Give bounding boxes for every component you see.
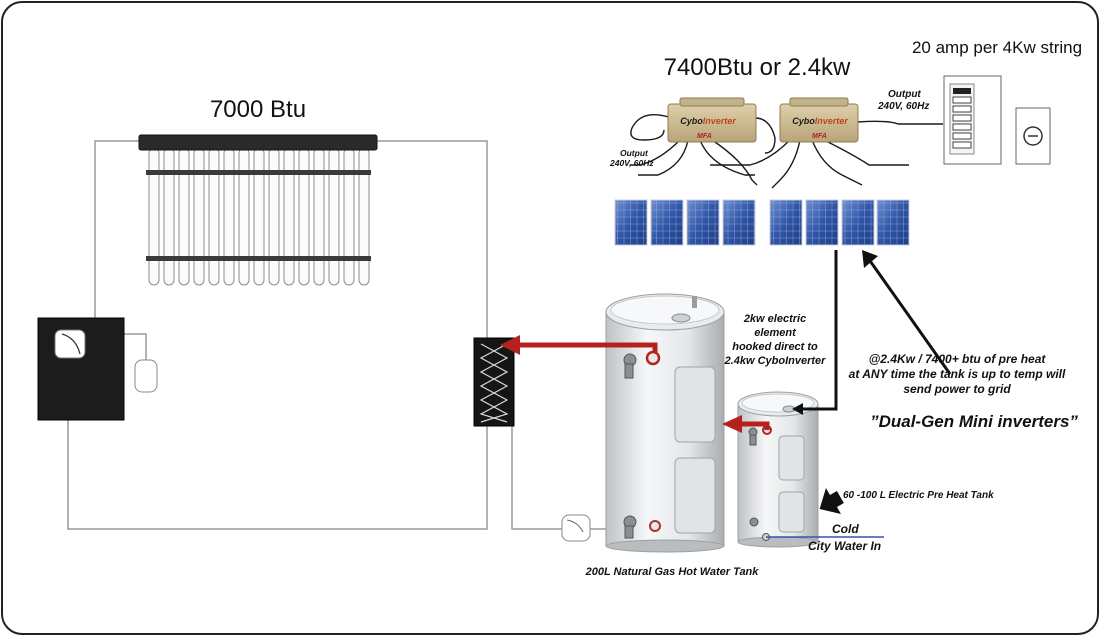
gas-tank-to-hx-pipe — [518, 342, 658, 352]
element-note-line2: element — [754, 327, 797, 339]
preheat-note-line3: send power to grid — [903, 382, 1011, 396]
microinverter-left: CyboInverter MFA — [667, 97, 757, 143]
svg-text:CyboInverter: CyboInverter — [680, 116, 736, 126]
svg-text:CyboInverter: CyboInverter — [792, 116, 848, 126]
heat-exchanger — [473, 337, 515, 427]
hx-arrow-head — [500, 335, 520, 355]
collector-btu-label: 7000 Btu — [210, 96, 306, 123]
element-power-wire — [797, 250, 838, 411]
gas-tank-lower-fitting — [623, 515, 661, 539]
grid-outlet — [1015, 107, 1051, 165]
collector-rail-lower — [146, 256, 371, 261]
collector-tubes — [148, 147, 370, 286]
inverter-right-brand-prefix: Cybo — [792, 116, 815, 126]
expansion-tank — [134, 359, 158, 393]
gas-hot-water-tank: 200L Natural Gas Hot Water Tank — [585, 293, 760, 578]
gas-tank-label: 200L Natural Gas Hot Water Tank — [585, 566, 760, 578]
inverter-left-brand-prefix: Cybo — [680, 116, 703, 126]
cold-water-label-line1: Cold — [832, 522, 859, 536]
element-wire-arrow — [792, 403, 803, 415]
inverter-left-badge: MFA — [697, 133, 712, 140]
inverter-total-label: 7400Btu or 2.4kw — [664, 54, 851, 81]
cold-water-label-line2: City Water In — [808, 539, 881, 553]
breaker-panel — [943, 75, 1002, 165]
output-right-line2: 240V, 60Hz — [877, 101, 929, 112]
preheat-note-line2: at ANY time the tank is up to temp will — [849, 367, 1066, 381]
collector-rail-upper — [146, 170, 371, 175]
output-right-line1: Output — [888, 89, 921, 100]
dual-gen-label: ”Dual-Gen Mini inverters” — [870, 412, 1078, 431]
gas-tank-upper-fitting — [623, 350, 661, 379]
preheat-electric-tank — [737, 391, 819, 548]
inverter-left-brand-suffix: Inverter — [703, 116, 737, 126]
dc-input-cables — [630, 114, 943, 189]
circulation-pump-station — [37, 317, 158, 421]
preheat-pointer-arrow — [866, 257, 952, 375]
string-rating-label: 20 amp per 4Kw string — [912, 38, 1082, 57]
pv-panel-group-right — [769, 199, 910, 246]
inverter-right-badge: MFA — [812, 133, 827, 140]
element-note-line3: hooked direct to — [732, 341, 818, 353]
preheat-to-gas-tank-pipe — [740, 421, 770, 430]
preheat-tank-pointer — [819, 488, 844, 514]
element-note-line4: 2.4kw CyboInverter — [724, 355, 827, 367]
preheat-arrow-head — [722, 415, 742, 433]
hot-water-pipes — [500, 335, 770, 433]
preheat-tank-label: 60 -100 L Electric Pre Heat Tank — [843, 490, 994, 501]
output-left-line1: Output — [620, 148, 649, 158]
inverter-right-brand-suffix: Inverter — [815, 116, 849, 126]
evacuated-tube-collector: 7000 Btu — [138, 96, 378, 286]
pv-panel-group-left — [614, 199, 756, 246]
collector-header-manifold — [138, 134, 378, 151]
output-left-line2: 240V, 60Hz — [609, 158, 654, 168]
secondary-pump — [561, 514, 591, 542]
collector-loop-piping — [67, 140, 610, 530]
preheat-note-line1: @2.4Kw / 7400+ btu of pre heat — [869, 352, 1047, 366]
preheat-pointer-head — [862, 250, 878, 268]
pv-panel-array — [614, 199, 910, 246]
microinverter-right: CyboInverter MFA — [779, 97, 859, 143]
element-note-line1: 2kw electric — [743, 313, 806, 325]
